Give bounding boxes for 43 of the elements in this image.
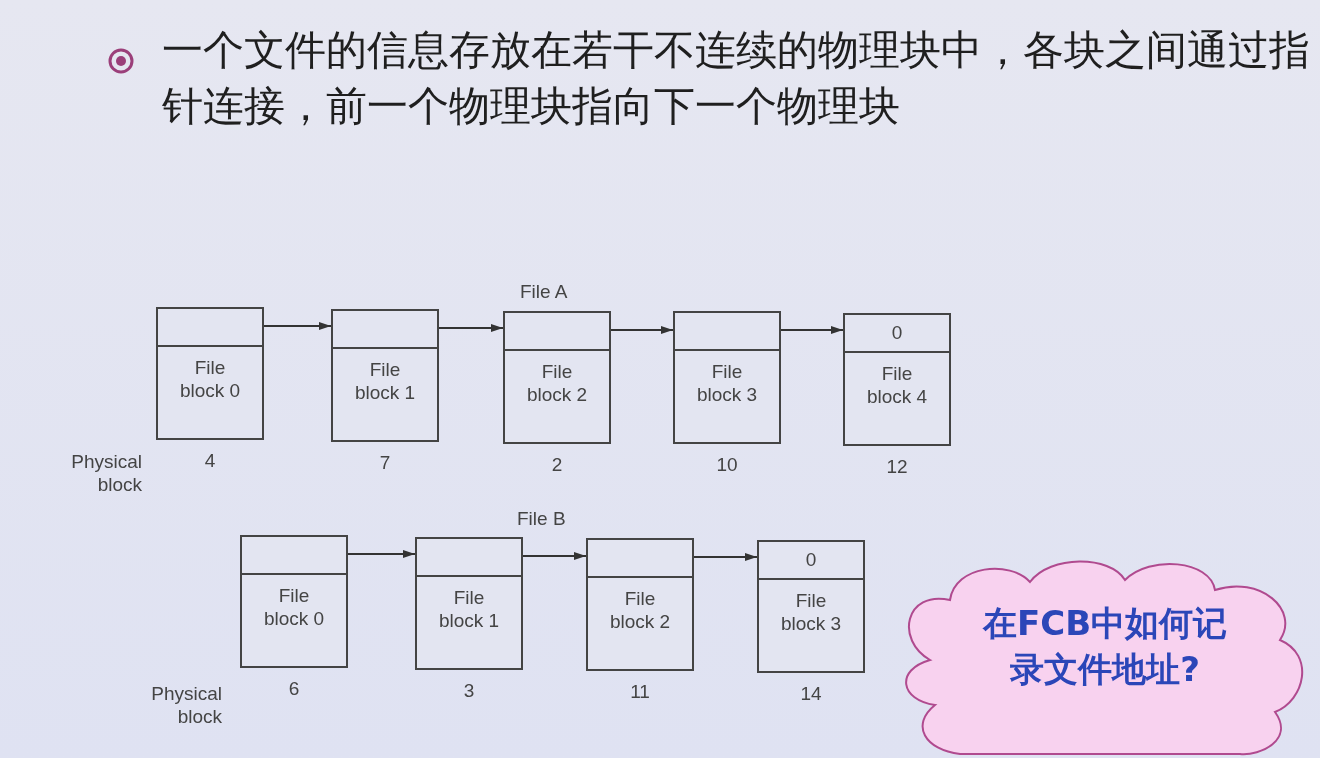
row-caption: Physical block [150,682,222,728]
physical-block-number: 7 [378,452,392,474]
physical-block-number: 11 [629,681,651,703]
physical-block-number: 14 [799,683,823,705]
file-block-box [673,311,781,444]
pointer-arrow [347,550,416,558]
physical-block-number: 12 [885,456,909,478]
pointer-arrow [263,322,332,330]
block-label: File block 3 [779,589,843,635]
physical-block-number: 2 [550,454,564,476]
pointer-arrow [522,552,587,560]
file-block-box [240,535,348,668]
block-label: File block 2 [525,360,589,406]
block-label: File block 1 [353,358,417,404]
block-label: File block 4 [865,362,929,408]
pointer-field: 0 [845,315,949,353]
file-block-box [503,311,611,444]
block-label: File block 2 [608,587,672,633]
row-caption: Physical block [70,450,142,496]
block-label: File block 1 [437,586,501,632]
cloud-text: 在FCB中如何记录文件地址? [981,602,1229,691]
block-label: File block 3 [695,360,759,406]
physical-block-number: 6 [287,678,301,700]
file-block-box [331,309,439,442]
file-name: File B [517,507,566,530]
file-block-box [415,537,523,670]
file-block-box [156,307,264,440]
pointer-arrow [610,326,674,334]
block-label: File block 0 [178,356,242,402]
pointer-field: 0 [759,542,863,580]
file-block-box [757,540,865,673]
physical-block-number: 10 [715,454,739,476]
file-block-box [586,538,694,671]
physical-block-number: 4 [203,450,217,472]
block-label: File block 0 [262,584,326,630]
title-text: 一个文件的信息存放在若干不连续的物理块中，各块之间通过指针连接，前一个物理块指向下一个物理块 [162,25,1311,132]
thought-cloud [905,560,1304,756]
pointer-arrow [693,553,758,561]
physical-block-number: 3 [462,680,476,702]
pointer-arrow [780,326,844,334]
file-block-box [843,313,951,446]
pointer-arrow [438,324,504,332]
file-name: File A [520,280,568,303]
